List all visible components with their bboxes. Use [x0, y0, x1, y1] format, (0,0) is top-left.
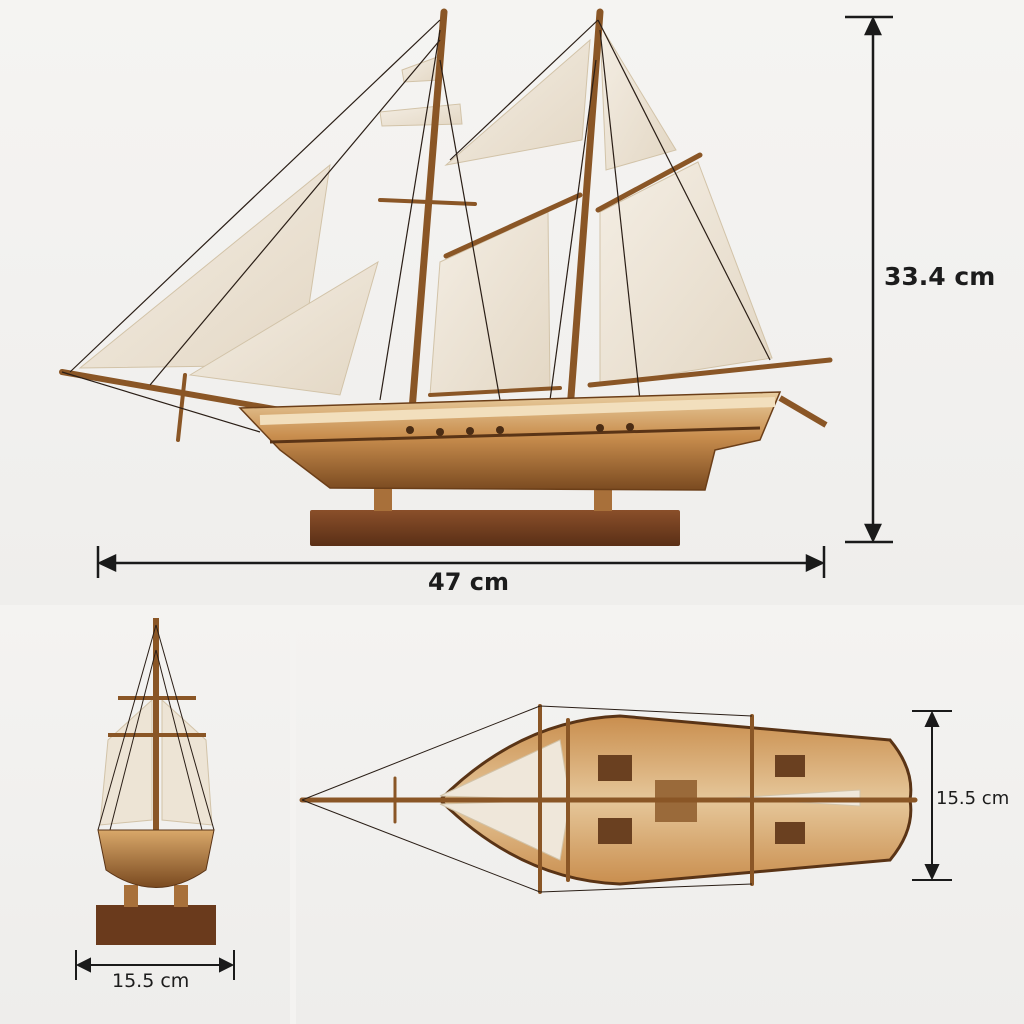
hull-wale: [269, 426, 761, 444]
length-label: 47 cm: [428, 568, 509, 596]
front-view-panel: 15.5 cm: [0, 612, 290, 1024]
deck-fittings: [406, 423, 634, 436]
front-sails: [99, 698, 213, 826]
top-view-panel: 15.5 cm: [296, 612, 1024, 1024]
rigging: [61, 19, 771, 433]
height-dimension-line: [845, 15, 893, 544]
length-dimension-line: [96, 546, 826, 578]
stand-post-rear: [594, 485, 612, 511]
front-width-label: 15.5 cm: [112, 970, 190, 992]
sails: [78, 24, 773, 396]
top-width-dimension-line: [912, 710, 952, 881]
height-label: 33.4 cm: [884, 262, 996, 291]
front-width-dimension-line: [75, 950, 235, 980]
side-view-illustration: [59, 8, 893, 578]
front-base: [96, 905, 216, 945]
top-rigging: [301, 705, 753, 893]
front-rigging: [97, 624, 215, 831]
front-view-illustration: [75, 618, 235, 980]
stand-post-front: [374, 485, 392, 511]
stern-boom: [778, 395, 828, 428]
masts: [59, 8, 833, 442]
front-hull: [97, 829, 215, 888]
top-width-label: 15.5 cm: [936, 788, 1010, 809]
hull-stripe: [259, 397, 776, 425]
top-view-illustration: [299, 704, 952, 894]
top-spars: [299, 704, 918, 894]
display-base: [310, 510, 680, 546]
side-view-panel: 33.4 cm 47 cm: [0, 0, 1024, 605]
